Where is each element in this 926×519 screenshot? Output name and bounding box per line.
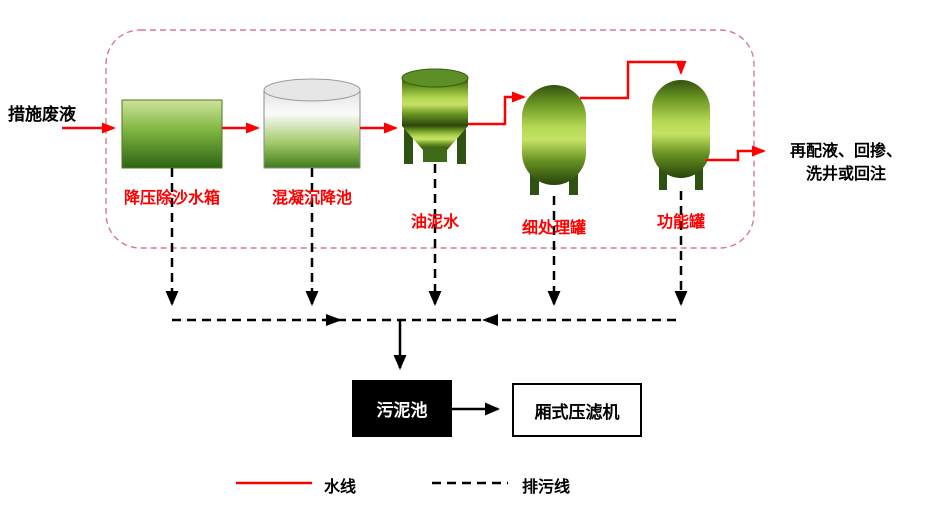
- output-label-line2: 洗井或回注: [805, 166, 886, 183]
- tank-function: [652, 80, 710, 190]
- collector-arrow-right: [326, 314, 342, 326]
- equipment-label-function: 功能罐: [656, 214, 705, 231]
- filter-press-box: 厢式压滤机: [512, 383, 642, 437]
- equipment-label-sand-removal: 降压除沙水箱: [123, 190, 220, 207]
- tank-oil-sludge-hopper: [401, 68, 469, 164]
- equipment-label-fine-treatment: 细处理罐: [521, 220, 586, 237]
- input-label: 措施废液: [8, 105, 76, 124]
- water-line-outlet: [706, 145, 766, 162]
- equipment-label-oil-sludge: 油泥水: [410, 214, 459, 231]
- process-boundary: [105, 29, 755, 249]
- water-line-4-5: [580, 60, 687, 100]
- tank-sand-removal: [121, 99, 223, 169]
- legend-sewage-line-label: 排污线: [522, 479, 571, 496]
- water-lines: [62, 60, 766, 162]
- tank-sedimentation-pool: [263, 78, 361, 169]
- water-line-3-4: [468, 91, 526, 126]
- solid-arrows: [393, 320, 500, 416]
- equipment-label-sedimentation: 混凝沉降池: [271, 190, 352, 207]
- tank-fine-treatment: [522, 85, 586, 195]
- collector-arrow-left: [482, 314, 498, 326]
- sludge-pool-box: 污泥池: [352, 380, 452, 437]
- sewage-lines: [165, 164, 688, 322]
- output-label-line1: 再配液、回掺、: [789, 143, 902, 160]
- output-label: 再配液、回掺、 洗井或回注: [768, 140, 924, 186]
- legend-water-line-label: 水线: [324, 479, 357, 496]
